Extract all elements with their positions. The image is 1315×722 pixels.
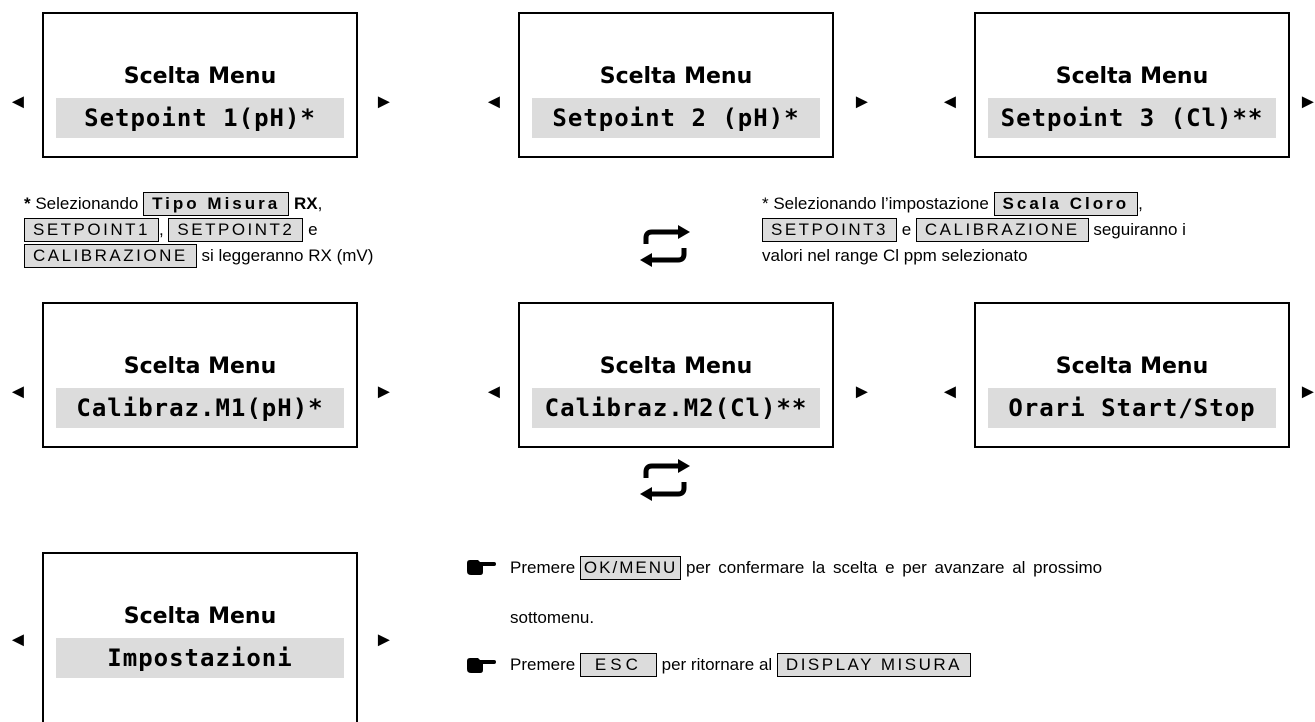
menu-value: Setpoint 3 (Cl)** [988,98,1276,138]
menu-box-calibraz-m2: Scelta Menu Calibraz.M2(Cl)** [518,302,834,448]
left-arrow-icon[interactable]: ◄ [8,91,28,113]
left-arrow-icon[interactable]: ◄ [940,381,960,403]
note-star: * [24,194,31,213]
menu-box-calibraz-m1: Scelta Menu Calibraz.M1(pH)* [42,302,358,448]
note2-line3: valori nel range Cl ppm selezionato [762,244,1028,268]
menu-title: Scelta Menu [1055,64,1209,89]
menu-title: Scelta Menu [599,354,753,379]
menu-value: Setpoint 2 (pH)* [532,98,820,138]
menu-value: Impostazioni [56,638,344,678]
right-arrow-icon[interactable]: ► [1298,381,1315,403]
esc-text: per ritornare al [661,655,773,674]
menu-title: Scelta Menu [599,64,753,89]
premere-text: Premere [510,558,576,577]
right-arrow-icon[interactable]: ► [374,629,394,651]
right-arrow-icon[interactable]: ► [852,91,872,113]
menu-box-setpoint1: Scelta Menu Setpoint 1(pH)* [42,12,358,158]
instruction-ok-cont: sottomenu. [510,606,594,630]
menu-box-impostazioni: Scelta Menu Impostazioni [42,552,358,722]
menu-title: Scelta Menu [123,354,277,379]
display-misura-key: DISPLAY MISURA [776,653,972,677]
cycle-arrows-icon [640,459,690,501]
right-arrow-icon[interactable]: ► [1298,91,1315,113]
note-tipo-misura: * Selezionando Tipo Misura RX, [24,192,322,216]
right-arrow-icon[interactable]: ► [374,381,394,403]
note-setpoints: SETPOINT1, SETPOINT2 e [24,218,318,242]
calibrazione-key: CALIBRAZIONE [24,244,197,268]
note2-line2: SETPOINT3 e CALIBRAZIONE seguiranno i [762,218,1186,242]
esc-key[interactable]: ESC [579,653,657,677]
comma: , [317,194,323,213]
ok-text-cont: sottomenu. [510,608,595,627]
note2-tail1: seguiranno i [1093,220,1186,239]
note-calibrazione: CALIBRAZIONE si leggeranno RX (mV) [24,244,373,268]
left-arrow-icon[interactable]: ◄ [8,629,28,651]
right-arrow-icon[interactable]: ► [374,91,394,113]
left-arrow-icon[interactable]: ◄ [484,381,504,403]
and-text: e [901,220,912,239]
menu-title: Scelta Menu [1055,354,1209,379]
menu-value: Setpoint 1(pH)* [56,98,344,138]
menu-value: Calibraz.M2(Cl)** [532,388,820,428]
pointing-hand-icon [467,560,496,575]
pointing-hand-icon [467,658,496,673]
note-tail: si leggeranno RX (mV) [201,246,374,265]
cycle-arrows-icon [640,225,690,267]
menu-box-setpoint2: Scelta Menu Setpoint 2 (pH)* [518,12,834,158]
comma: , [1138,194,1143,213]
right-arrow-icon[interactable]: ► [852,381,872,403]
premere-text: Premere [510,655,576,674]
note2-intro: * Selezionando l’impostazione [762,194,994,213]
instruction-esc: Premere ESC per ritornare al DISPLAY MIS… [510,653,972,677]
setpoint1-key: SETPOINT1 [24,218,159,242]
left-arrow-icon[interactable]: ◄ [940,91,960,113]
menu-title: Scelta Menu [123,64,277,89]
tipo-misura-key: Tipo Misura [143,192,290,216]
note2-tail2: valori nel range Cl ppm selezionato [762,246,1028,265]
menu-box-setpoint3: Scelta Menu Setpoint 3 (Cl)** [974,12,1290,158]
ok-text: per confermare la scelta e per avanzare … [686,558,1103,577]
menu-value: Calibraz.M1(pH)* [56,388,344,428]
note-scala-cloro: * Selezionando l’impostazione Scala Clor… [762,192,1143,216]
setpoint2-key: SETPOINT2 [168,218,304,242]
note-intro: Selezionando [30,194,144,213]
ok-menu-key[interactable]: OK/MENU [579,556,682,580]
menu-title: Scelta Menu [123,604,277,629]
rx-label: RX [293,194,318,213]
scala-cloro-key: Scala Cloro [993,192,1139,216]
menu-value: Orari Start/Stop [988,388,1276,428]
left-arrow-icon[interactable]: ◄ [484,91,504,113]
calibrazione-key: CALIBRAZIONE [915,218,1089,242]
menu-box-orari: Scelta Menu Orari Start/Stop [974,302,1290,448]
instruction-ok: Premere OK/MENU per confermare la scelta… [510,556,1102,580]
left-arrow-icon[interactable]: ◄ [8,381,28,403]
and-text: e [308,220,318,239]
setpoint3-key: SETPOINT3 [762,218,897,242]
